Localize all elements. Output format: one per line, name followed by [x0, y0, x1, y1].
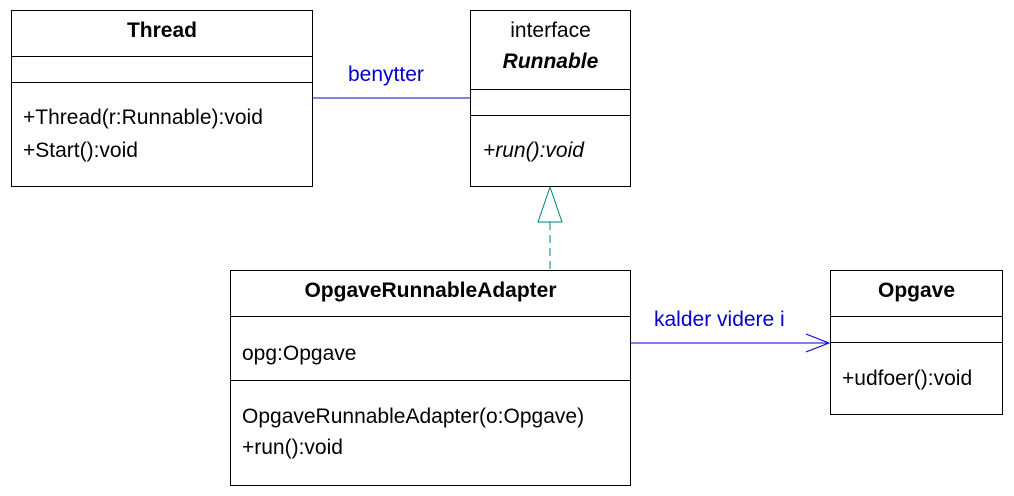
runnable-stereotype: interface [510, 19, 591, 42]
adapter-attribute-opg: opg:Opgave [242, 342, 357, 365]
opgave-method-udfoer: +udfoer():void [842, 367, 973, 390]
adapter-method-run: +run():void [242, 436, 343, 459]
opgave-methods-divider [831, 342, 1002, 343]
open-arrow-head-icon [805, 333, 831, 353]
adapter-class-name: OpgaveRunnableAdapter [304, 279, 557, 302]
thread-method-constructor: +Thread(r:Runnable):void [23, 106, 263, 129]
calls-association-label: kalder videre i [654, 308, 785, 331]
runnable-interface: interface Runnable +run():void [470, 10, 631, 187]
thread-attributes-divider [12, 56, 312, 57]
adapter-methods-divider [231, 380, 630, 381]
opgave-attributes-divider [831, 316, 1002, 317]
runnable-attributes-divider [471, 89, 630, 90]
runnable-method-run: +run():void [483, 139, 584, 162]
thread-methods-divider [12, 82, 312, 83]
opgave-class: Opgave +udfoer():void [830, 270, 1003, 415]
adapter-attributes-divider [231, 316, 630, 317]
uses-association-label: benytter [348, 63, 424, 86]
adapter-method-constructor: OpgaveRunnableAdapter(o:Opgave) [242, 405, 585, 428]
thread-method-start: +Start():void [23, 139, 138, 162]
runnable-methods-divider [471, 115, 630, 116]
thread-class-name: Thread [126, 19, 197, 42]
adapter-class: OpgaveRunnableAdapter opg:Opgave OpgaveR… [230, 270, 631, 486]
runnable-interface-name: Runnable [502, 50, 599, 73]
realization-triangle-icon [537, 185, 563, 223]
opgave-class-name: Opgave [877, 279, 956, 302]
thread-class: Thread +Thread(r:Runnable):void +Start()… [11, 10, 313, 187]
